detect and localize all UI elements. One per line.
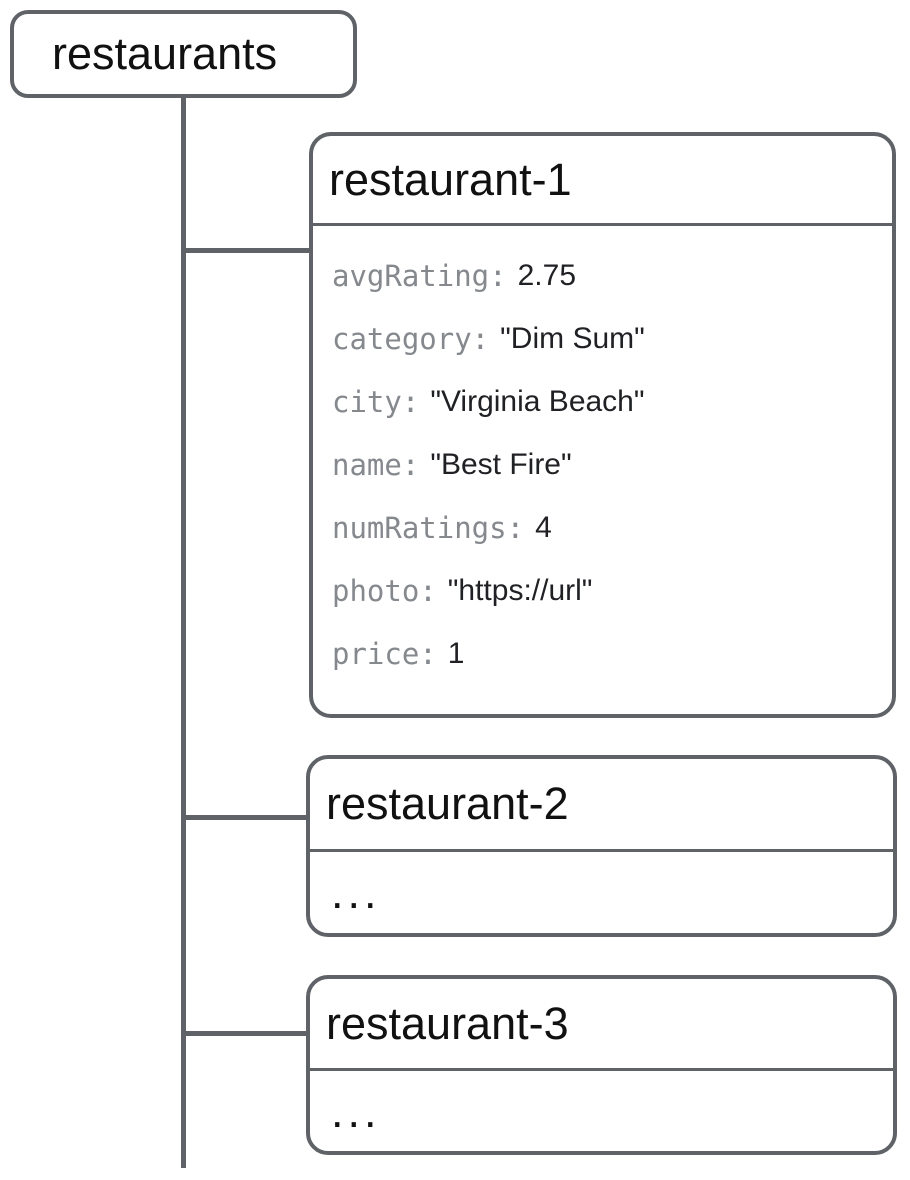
connector-line-restaurant-3: [183, 1031, 308, 1036]
tree-trunk-line: [181, 96, 186, 1168]
field-key: avgRating:: [332, 258, 507, 293]
field-row-city: city: "Virginia Beach": [332, 370, 892, 433]
document-title: restaurant-1: [313, 136, 892, 226]
collection-node-restaurants: restaurants: [10, 10, 357, 98]
connector-line-restaurant-2: [183, 815, 308, 820]
document-node-restaurant-3: restaurant-3 ...: [306, 975, 897, 1155]
field-row-photo: photo: "https://url": [332, 559, 892, 622]
field-row-category: category: "Dim Sum": [332, 307, 892, 370]
document-title: restaurant-3: [310, 979, 893, 1071]
field-value: 4: [535, 510, 552, 544]
document-node-restaurant-2: restaurant-2 ...: [306, 755, 897, 937]
field-value: "Dim Sum": [500, 321, 645, 355]
field-value: "Virginia Beach": [430, 384, 645, 418]
field-key: numRatings:: [332, 510, 525, 545]
field-key: photo:: [332, 573, 437, 608]
field-row-price: price: 1: [332, 622, 892, 685]
collection-label: restaurants: [52, 28, 278, 79]
document-fields: avgRating: 2.75 category: "Dim Sum" city…: [313, 226, 892, 685]
document-title: restaurant-2: [310, 759, 893, 852]
field-value: "https://url": [447, 573, 593, 607]
field-row-avgRating: avgRating: 2.75: [332, 244, 892, 307]
field-key: city:: [332, 384, 420, 419]
document-body-ellipsis: ...: [331, 867, 381, 918]
field-value: 1: [447, 636, 465, 670]
field-key: name:: [332, 447, 420, 482]
field-key: category:: [332, 321, 490, 356]
connector-line-restaurant-1: [183, 248, 310, 253]
document-node-restaurant-1: restaurant-1 avgRating: 2.75 category: "…: [309, 132, 896, 718]
field-row-name: name: "Best Fire": [332, 433, 892, 496]
document-body-ellipsis: ...: [331, 1086, 381, 1137]
field-row-numRatings: numRatings: 4: [332, 496, 892, 559]
field-value: 2.75: [517, 258, 576, 292]
field-key: price:: [332, 636, 437, 671]
field-value: "Best Fire": [430, 447, 572, 481]
